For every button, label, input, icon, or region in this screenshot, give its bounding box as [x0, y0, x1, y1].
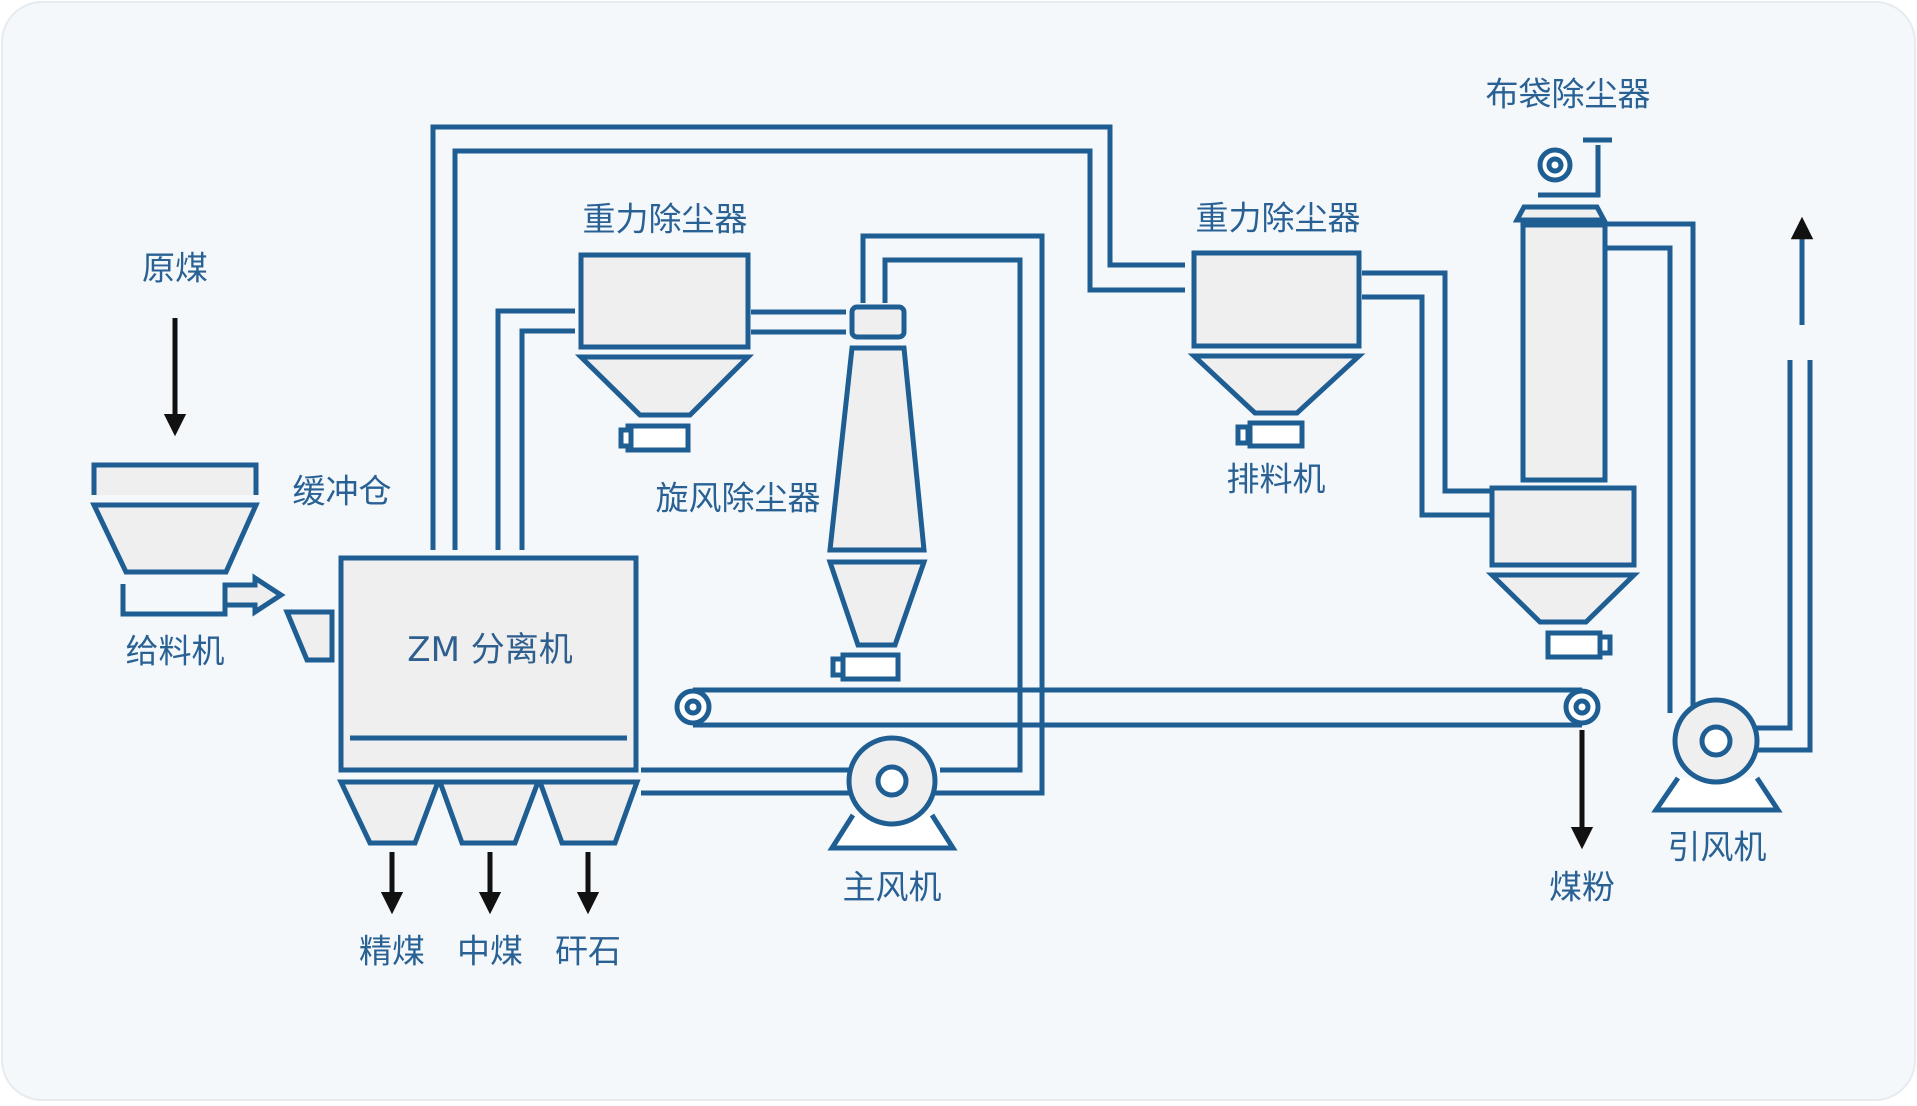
label-raw-coal: 原煤	[142, 248, 208, 288]
duct-gravity1-to-cyclone	[751, 309, 846, 335]
label-coal-powder: 煤粉	[1549, 867, 1615, 907]
feeder	[120, 573, 286, 617]
label-feeder: 给料机	[125, 631, 225, 671]
label-clean-coal: 精煤	[359, 931, 425, 971]
label-main-fan: 主风机	[842, 867, 942, 907]
cyclone-collector	[826, 304, 928, 682]
label-discharger: 排料机	[1226, 459, 1326, 499]
bag-filter	[1485, 204, 1641, 660]
label-middling-coal: 中煤	[457, 931, 523, 971]
label-separator: ZM 分离机	[407, 630, 573, 670]
induced-fan	[1651, 697, 1783, 813]
label-cyclone: 旋风除尘器	[655, 478, 821, 518]
belt-conveyor	[674, 687, 1601, 728]
label-gangue: 矸石	[555, 931, 621, 971]
feeder-hopper	[90, 462, 260, 575]
gravity-collector-2	[1187, 250, 1366, 449]
bag-filter-fan	[1537, 137, 1612, 198]
duct-top-loop	[430, 124, 1185, 550]
zm-separator	[337, 555, 641, 846]
label-bag-filter: 布袋除尘器	[1485, 74, 1651, 114]
label-buffer-bin: 缓冲仓	[292, 471, 392, 511]
main-fan	[827, 735, 958, 851]
duct-separator-to-gravity1	[495, 308, 575, 550]
gravity-collector-1	[574, 252, 755, 453]
duct-bagfilter-to-induced-fan	[1604, 221, 1696, 713]
label-induced-fan: 引风机	[1667, 827, 1767, 867]
buffer-bin	[283, 609, 335, 663]
label-gravity-collector-1: 重力除尘器	[582, 199, 748, 239]
label-gravity-collector-2: 重力除尘器	[1195, 198, 1361, 238]
duct-gravity2-to-bagfilter	[1362, 270, 1490, 518]
